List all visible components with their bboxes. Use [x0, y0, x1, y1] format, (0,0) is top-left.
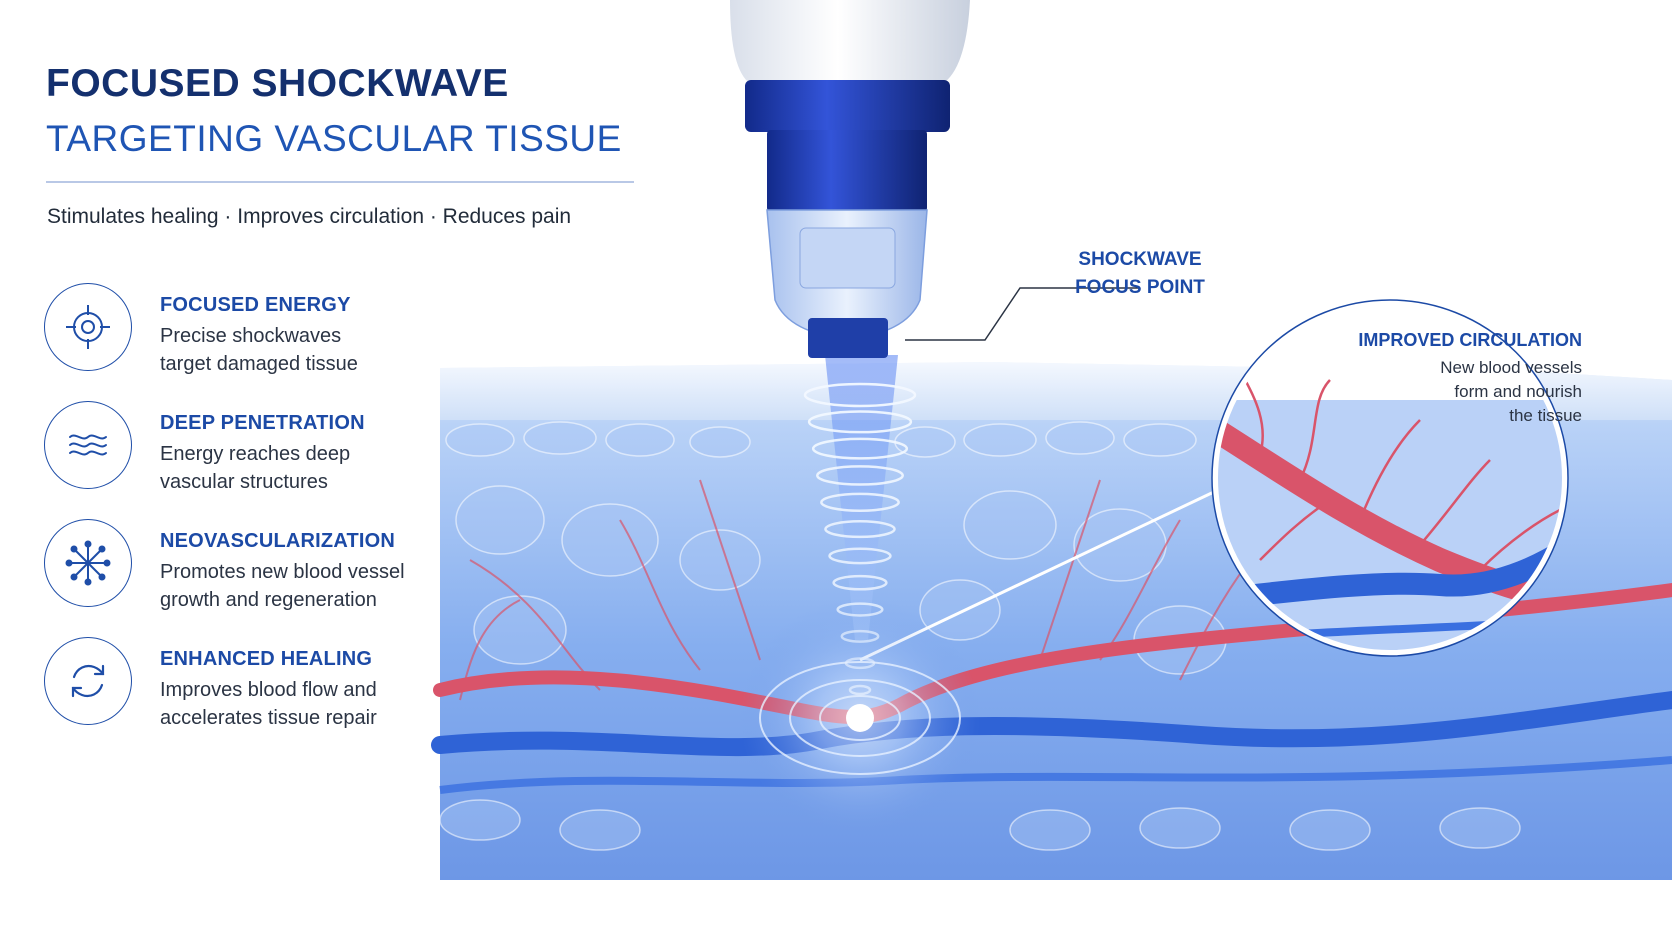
feature-deep-penetration: DEEP PENETRATION Energy reaches deep vas…: [44, 401, 464, 493]
branching-vessels-icon: [44, 519, 132, 607]
feature-description-line: accelerates tissue repair: [160, 707, 377, 729]
zoom-title: IMPROVED CIRCULATION: [1358, 330, 1582, 350]
shockwave-ring: [816, 465, 904, 486]
feature-description: Precise shockwaves target damaged tissue: [160, 322, 460, 378]
feature-description-line: Precise shockwaves: [160, 325, 342, 347]
feature-enhanced-healing: ENHANCED HEALING Improves blood flow and…: [44, 637, 464, 729]
focus-point-label: SHOCKWAVE FOCUS POINT: [1060, 246, 1220, 302]
shockwave-ring: [828, 547, 892, 565]
feature-description: Energy reaches deep vascular structures: [160, 440, 460, 496]
shockwave-ring: [824, 520, 896, 539]
zoom-description-line: form and nourish: [1454, 382, 1582, 401]
tagline: Stimulates healing · Improves circulatio…: [47, 205, 572, 228]
shockwave-ring: [832, 574, 888, 591]
title-divider: [46, 181, 634, 183]
feature-title: FOCUSED ENERGY: [160, 294, 351, 316]
zoom-description: New blood vessels form and nourish the t…: [1380, 356, 1582, 428]
shockwave-ring: [807, 410, 913, 434]
zoom-description-line: the tissue: [1509, 406, 1582, 425]
feature-title: ENHANCED HEALING: [160, 648, 373, 670]
feature-description: Improves blood flow and accelerates tiss…: [160, 676, 460, 732]
zoom-description-line: New blood vessels: [1440, 358, 1582, 377]
feature-title: DEEP PENETRATION: [160, 412, 365, 434]
page-subtitle: TARGETING VASCULAR TISSUE: [46, 118, 622, 159]
feature-title: NEOVASCULARIZATION: [160, 530, 396, 552]
focus-point-leader: [905, 287, 1140, 341]
circular-arrows-icon: [44, 637, 132, 725]
feature-description-line: Promotes new blood vessel: [160, 561, 405, 583]
feature-focused-energy: FOCUSED ENERGY Precise shockwaves target…: [44, 283, 464, 375]
shockwave-ring: [811, 437, 909, 460]
waves-icon: [44, 401, 132, 489]
feature-description-line: growth and regeneration: [160, 589, 377, 611]
feature-description-line: vascular structures: [160, 471, 328, 493]
shockwave-handpiece: [730, 0, 970, 358]
feature-description: Promotes new blood vessel growth and reg…: [160, 558, 460, 614]
feature-description-line: target damaged tissue: [160, 353, 358, 375]
shockwave-ring: [803, 382, 917, 408]
crosshair-icon: [44, 283, 132, 371]
focus-point-label-line: FOCUS POINT: [1075, 277, 1205, 298]
feature-description-line: Energy reaches deep: [160, 443, 351, 465]
shockwave-cone: [740, 355, 980, 838]
page-title: FOCUSED SHOCKWAVE: [46, 62, 509, 105]
focus-point-label-line: SHOCKWAVE: [1078, 249, 1202, 270]
feature-neovascularization: NEOVASCULARIZATION Promotes new blood ve…: [44, 519, 464, 611]
feature-description-line: Improves blood flow and: [160, 679, 377, 701]
shockwave-ring: [820, 492, 900, 512]
